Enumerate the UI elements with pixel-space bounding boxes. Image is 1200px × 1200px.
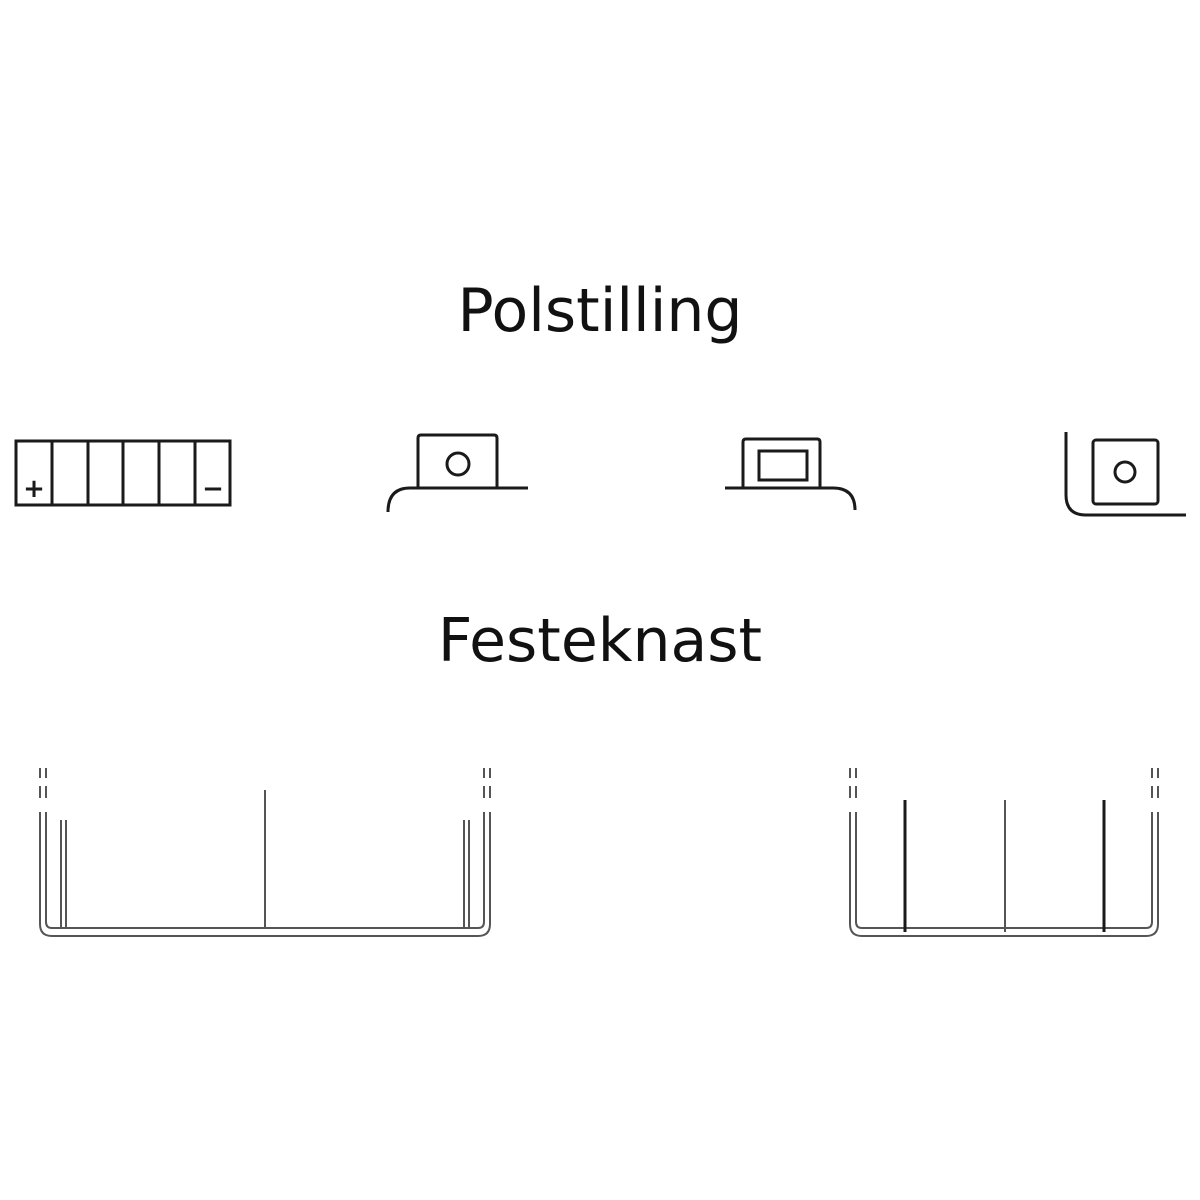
mounting-lug-narrow-icon bbox=[849, 768, 1159, 937]
plus-symbol: + bbox=[23, 474, 45, 504]
pole-position-heading: Polstilling bbox=[457, 276, 743, 346]
mounting-lug-heading: Festeknast bbox=[437, 606, 763, 676]
terminal-round-left-icon bbox=[386, 433, 528, 513]
mounting-lug-wide-icon bbox=[39, 768, 491, 937]
terminal-square-right-icon bbox=[725, 437, 857, 511]
minus-symbol: − bbox=[202, 474, 224, 504]
terminal-corner-icon bbox=[1064, 432, 1186, 517]
battery-cells-icon: + − bbox=[14, 439, 232, 507]
